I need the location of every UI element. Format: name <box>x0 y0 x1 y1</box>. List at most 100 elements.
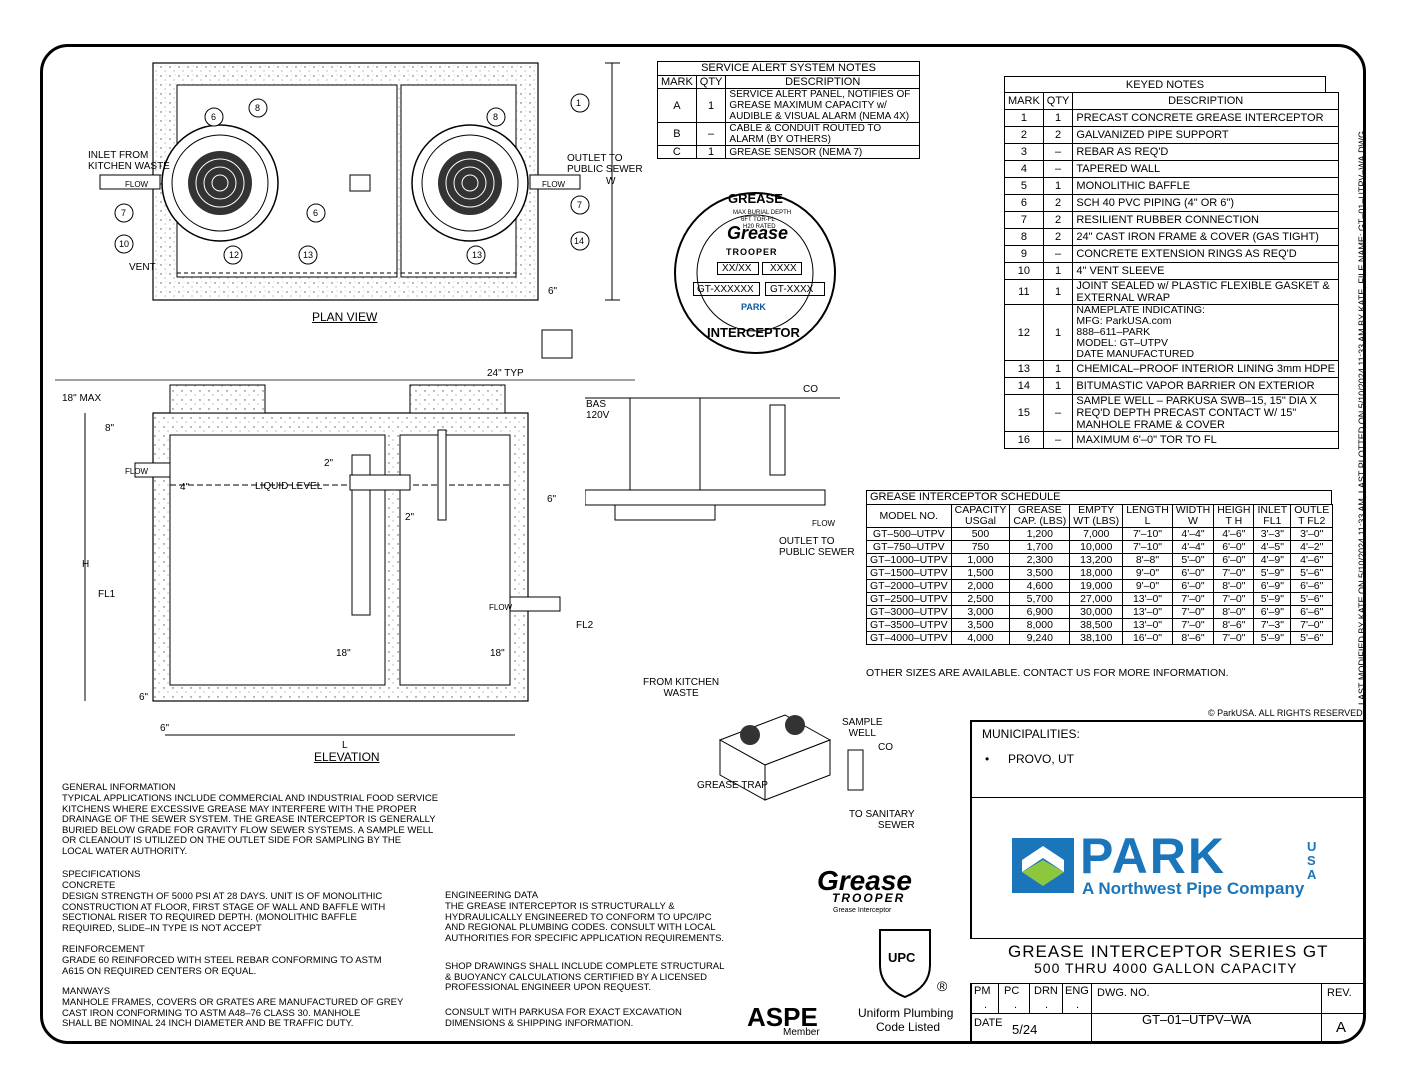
iso-co: CO <box>878 742 893 753</box>
iso-to-sanitary: TO SANITARY SEWER <box>849 809 915 831</box>
engineering-heading: ENGINEERING DATA <box>445 890 539 901</box>
elev-flow-in: FLOW <box>125 467 149 476</box>
grease-trooper-logo: Grease <box>817 865 912 896</box>
dim-24-typ: 24" TYP <box>487 368 524 379</box>
trooper-logo: TROOPER <box>832 891 906 905</box>
callout-1: 1 <box>576 98 582 108</box>
dim-2a: 2" <box>324 458 334 469</box>
nameplate-small3: H20 RATED <box>743 224 776 230</box>
upc-line2: Code Listed <box>876 1020 941 1034</box>
plan-flow-out: FLOW <box>542 180 566 189</box>
eng-label: ENG <box>1065 985 1089 997</box>
park-logo-icon <box>1012 838 1074 893</box>
iso-grease-trap: GREASE TRAP <box>697 780 768 791</box>
dim-fl2: FL2 <box>576 620 594 631</box>
callout-8a: 8 <box>255 103 261 113</box>
callout-6b: 6 <box>313 208 319 218</box>
sample-well-drawing <box>585 397 840 521</box>
dwg-number: GT–01–UTPV–WA <box>1142 1012 1252 1027</box>
rev-value: A <box>1336 1019 1347 1036</box>
side-file-note: LAST MODIFIED BY KATE ON 5/10/2024 11:33… <box>1357 130 1367 705</box>
sample-outlet-label: OUTLET TO PUBLIC SEWER <box>779 536 855 558</box>
dim-6c: 6" <box>160 723 170 734</box>
nameplate-top: GREASE <box>728 191 783 206</box>
plan-view-drawing <box>99 62 620 301</box>
upc-line1: Uniform Plumbing <box>858 1006 954 1020</box>
logo-box <box>970 797 1366 939</box>
callout-14: 14 <box>574 236 585 246</box>
outlet-label: OUTLET TO PUBLIC SEWER <box>567 153 643 175</box>
spec-heading: SPECIFICATIONS <box>62 869 141 880</box>
nameplate-model: XX/XX <box>722 263 752 274</box>
pm-value: . <box>984 999 988 1011</box>
drn-label: DRN <box>1034 985 1058 997</box>
dim-18b: 18" <box>490 648 505 659</box>
schedule-note: OTHER SIZES ARE AVAILABLE. CONTACT US FO… <box>866 667 1229 679</box>
eng-value: . <box>1076 999 1080 1011</box>
callout-7a: 7 <box>121 208 127 218</box>
callout-13a: 13 <box>303 250 314 260</box>
engineering-p2: SHOP DRAWINGS SHALL INCLUDE COMPLETE STR… <box>445 961 725 993</box>
nameplate-gt2: GT-XXXX <box>770 284 814 295</box>
dim-fl1: FL1 <box>98 589 116 600</box>
grease-interceptor-logo: Grease Interceptor <box>833 907 892 914</box>
iso-sample-well: SAMPLE WELL <box>842 717 883 739</box>
dim-6: 6" <box>548 286 558 297</box>
dim-4: 4" <box>180 482 190 493</box>
callout-10: 10 <box>119 239 130 249</box>
nameplate-brand2: TROOPER <box>726 247 778 257</box>
municipalities-label: MUNICIPALITIES: <box>982 727 1080 741</box>
spec-reinf-heading: REINFORCEMENT <box>62 944 145 955</box>
spec-manways: MANHOLE FRAMES, COVERS OR GRATES ARE MAN… <box>62 997 404 1029</box>
callout-6a: 6 <box>211 112 217 122</box>
drawing-title1: GREASE INTERCEPTOR SERIES GT <box>1008 942 1329 961</box>
keyed-notes-title: KEYED NOTES <box>1004 76 1326 93</box>
nameplate-bottom: INTERCEPTOR <box>707 325 800 340</box>
dim-18a: 18" <box>336 648 351 659</box>
nameplate-drawing <box>674 192 836 354</box>
nameplate-gt1: GT-XXXXXX <box>697 284 754 295</box>
spec-reinf: GRADE 60 REINFORCED WITH STEEL REBAR CON… <box>62 955 382 977</box>
park-wordmark: PARK <box>1080 828 1226 884</box>
co-label: CO <box>803 384 818 395</box>
upc-text: UPC <box>888 950 916 965</box>
left-cover-icon <box>161 124 279 242</box>
company-subtitle: A Northwest Pipe Company <box>1082 879 1305 898</box>
engineering-p1: THE GREASE INTERCEPTOR IS STRUCTURALLY &… <box>445 901 725 944</box>
upc-registered: ® <box>937 978 948 994</box>
aspe-logo: ASPE <box>747 1002 818 1032</box>
municipality-bullet: • <box>985 752 990 766</box>
dwg-label: DWG. NO. <box>1097 987 1150 999</box>
bas-label: BAS <box>586 399 607 410</box>
dim-6a: 6" <box>547 494 557 505</box>
sample-flow: FLOW <box>812 519 836 528</box>
plan-flow-in: FLOW <box>125 180 149 189</box>
usa-wordmark: USA <box>1307 839 1317 882</box>
callout-13b: 13 <box>472 250 483 260</box>
pc-value: . <box>1014 999 1018 1011</box>
dim-l: L <box>342 740 348 751</box>
inlet-label: INLET FROM KITCHEN WASTE <box>88 150 170 172</box>
service-alert-title: SERVICE ALERT SYSTEM NOTES <box>657 61 920 76</box>
drawing-border <box>40 44 1366 1044</box>
callout-12: 12 <box>229 250 240 260</box>
v120-label: 120V <box>586 410 610 421</box>
elevation-title: ELEVATION <box>314 750 380 764</box>
general-info-heading: GENERAL INFORMATION <box>62 782 176 793</box>
engineering-p3: CONSULT WITH PARKUSA FOR EXACT EXCAVATIO… <box>445 1007 682 1029</box>
liquid-level-label: LIQUID LEVEL <box>255 481 323 492</box>
date-value: 5/24 <box>1012 1022 1038 1037</box>
nameplate-park: PARK <box>741 302 766 312</box>
pm-label: PM <box>974 985 991 997</box>
nameplate-cap: XXXX <box>770 263 797 274</box>
general-info-body: TYPICAL APPLICATIONS INCLUDE COMMERCIAL … <box>62 793 439 857</box>
upc-shield-icon <box>879 929 931 999</box>
elev-flow-out: FLOW <box>489 603 513 612</box>
vent-label: VENT <box>129 262 156 273</box>
date-label: DATE <box>974 1017 1003 1029</box>
plan-view-title: PLAN VIEW <box>312 310 378 324</box>
drawing-title2: 500 THRU 4000 GALLON CAPACITY <box>1034 960 1298 976</box>
drn-value: . <box>1045 999 1049 1011</box>
